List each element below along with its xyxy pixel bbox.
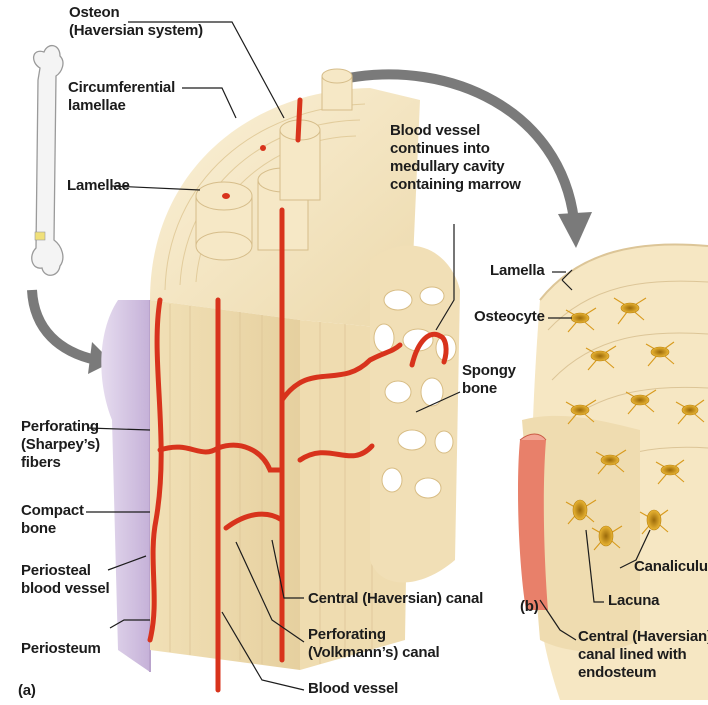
label-pf-line3: fibers (21, 454, 100, 472)
label-spongy-line1: Spongy (462, 362, 516, 380)
panel-label-b: (b) (520, 598, 539, 616)
arrowhead-right (558, 212, 592, 248)
label-periosteum: Periosteum (21, 640, 101, 658)
label-bvc-line2: continues into (390, 140, 521, 158)
label-blood-vessel-continues: Blood vessel continues into medullary ca… (390, 122, 521, 194)
label-lacuna: Lacuna (608, 592, 659, 610)
label-pv-line2: blood vessel (21, 580, 109, 598)
label-compact-bone: Compact bone (21, 502, 84, 538)
label-cb-line1: Compact (21, 502, 84, 520)
label-circumferential-line1: Circumferential (68, 79, 175, 97)
label-ccb-line1: Central (Haversian) (578, 628, 708, 646)
label-spongy-bone: Spongy bone (462, 362, 516, 398)
label-osteon-line1: Osteon (69, 4, 203, 22)
long-bone-icon (32, 46, 63, 276)
label-periosteal-vessel: Periosteal blood vessel (21, 562, 109, 598)
label-lamella: Lamella (490, 262, 544, 280)
curved-arrow-left (32, 290, 96, 360)
label-osteon-line2: (Haversian system) (69, 22, 203, 40)
label-pc-line1: Perforating (308, 626, 439, 644)
label-circumferential-line2: lamellae (68, 97, 175, 115)
label-circumferential-lamellae: Circumferential lamellae (68, 79, 175, 115)
label-central-canal-a: Central (Haversian) canal (308, 590, 483, 608)
label-pf-line2: (Sharpey’s) (21, 436, 100, 454)
label-perforating-canal: Perforating (Volkmann’s) canal (308, 626, 439, 662)
label-blood-vessel: Blood vessel (308, 680, 398, 698)
label-osteon: Osteon (Haversian system) (69, 4, 203, 40)
label-bvc-line3: medullary cavity (390, 158, 521, 176)
label-cb-line2: bone (21, 520, 84, 538)
label-osteocyte: Osteocyte (474, 308, 545, 326)
label-ccb-line3: endosteum (578, 664, 708, 682)
label-lamellae: Lamellae (67, 177, 130, 195)
label-pv-line1: Periosteal (21, 562, 109, 580)
panel-label-a: (a) (18, 682, 36, 700)
label-perforating-fibers: Perforating (Sharpey’s) fibers (21, 418, 100, 472)
label-central-canal-b: Central (Haversian) canal lined with end… (578, 628, 708, 682)
label-ccb-line2: canal lined with (578, 646, 708, 664)
label-pf-line1: Perforating (21, 418, 100, 436)
label-bvc-line1: Blood vessel (390, 122, 521, 140)
label-bvc-line4: containing marrow (390, 176, 521, 194)
periosteum-layer (101, 300, 150, 672)
label-pc-line2: (Volkmann’s) canal (308, 644, 439, 662)
label-spongy-line2: bone (462, 380, 516, 398)
label-canaliculus: Canaliculus (634, 558, 708, 576)
